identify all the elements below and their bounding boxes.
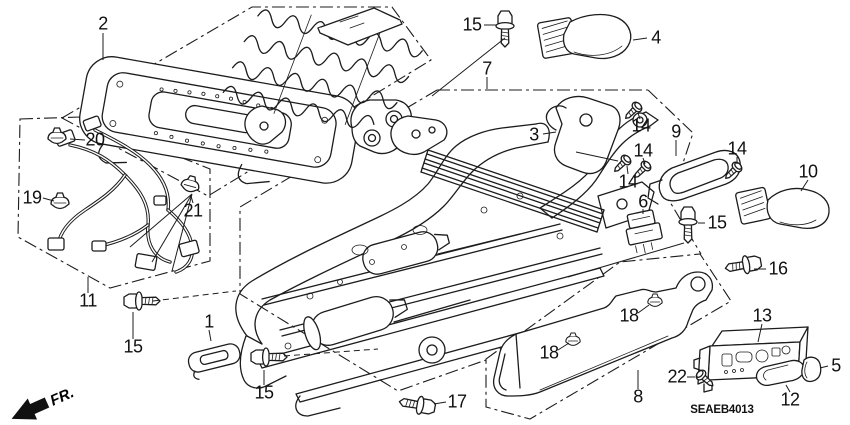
- part-callout-21: 21: [183, 200, 203, 221]
- part-callout-11: 11: [79, 290, 97, 311]
- part-callout-19: 19: [22, 187, 42, 208]
- seat-spring-mat-drawing: [222, 7, 423, 129]
- part-callout-17: 17: [447, 391, 467, 412]
- part-callout-4: 4: [651, 27, 661, 48]
- part-callout-3: 3: [529, 124, 539, 145]
- part-callout-9: 9: [671, 121, 681, 142]
- part-callout-16: 16: [768, 258, 788, 279]
- part-1-bracket-drawing: [187, 343, 241, 380]
- part-callout-15: 15: [123, 336, 143, 357]
- fr-direction-indicator: FR.: [11, 384, 77, 420]
- seat-cushion-pan-drawing: [79, 56, 412, 185]
- leader-lines: [42, 24, 829, 405]
- clip-20: [47, 127, 67, 145]
- fr-label: FR.: [48, 384, 77, 409]
- part-10-cover-drawing: [735, 186, 830, 230]
- part-callout-13: 13: [752, 305, 772, 326]
- part-callout-18: 18: [539, 342, 559, 363]
- part-callout-22: 22: [667, 366, 687, 387]
- seat-frame-assembly-drawing: [235, 111, 659, 417]
- bolt-16: [723, 252, 764, 278]
- fr-arrow-icon: [11, 397, 50, 420]
- part-callout-14: 14: [631, 115, 651, 136]
- part-callout-8: 8: [633, 386, 643, 407]
- diagram-code: SEAEB4013: [690, 404, 754, 416]
- bolt-15-right: [678, 206, 698, 244]
- part-callout-6: 6: [638, 191, 648, 212]
- part-callout-14: 14: [618, 171, 638, 192]
- part-3-cover-drawing: [545, 95, 621, 175]
- part-callout-2: 2: [98, 13, 108, 34]
- bolt-15-top: [495, 10, 515, 48]
- part-callout-14: 14: [633, 140, 653, 161]
- part-callout-1: 1: [204, 311, 214, 332]
- part-5-cap-drawing: [801, 356, 822, 383]
- part-callout-20: 20: [85, 129, 105, 150]
- part-callout-15: 15: [462, 14, 482, 35]
- part-callout-5: 5: [831, 355, 841, 376]
- part-callout-18: 18: [619, 305, 639, 326]
- bolt-17: [397, 392, 438, 418]
- part-callout-7: 7: [482, 58, 492, 79]
- part-callout-15: 15: [707, 212, 727, 233]
- part-4-cover-drawing: [536, 13, 632, 60]
- part-callout-15: 15: [254, 382, 274, 403]
- part-callout-12: 12: [780, 389, 800, 410]
- part-callout-10: 10: [798, 161, 818, 182]
- spec-label-plate: [317, 7, 403, 46]
- part-9-handle-bracket-drawing: [647, 149, 742, 205]
- part-6-connector-drawing: [625, 209, 663, 254]
- part-callout-14: 14: [727, 138, 747, 159]
